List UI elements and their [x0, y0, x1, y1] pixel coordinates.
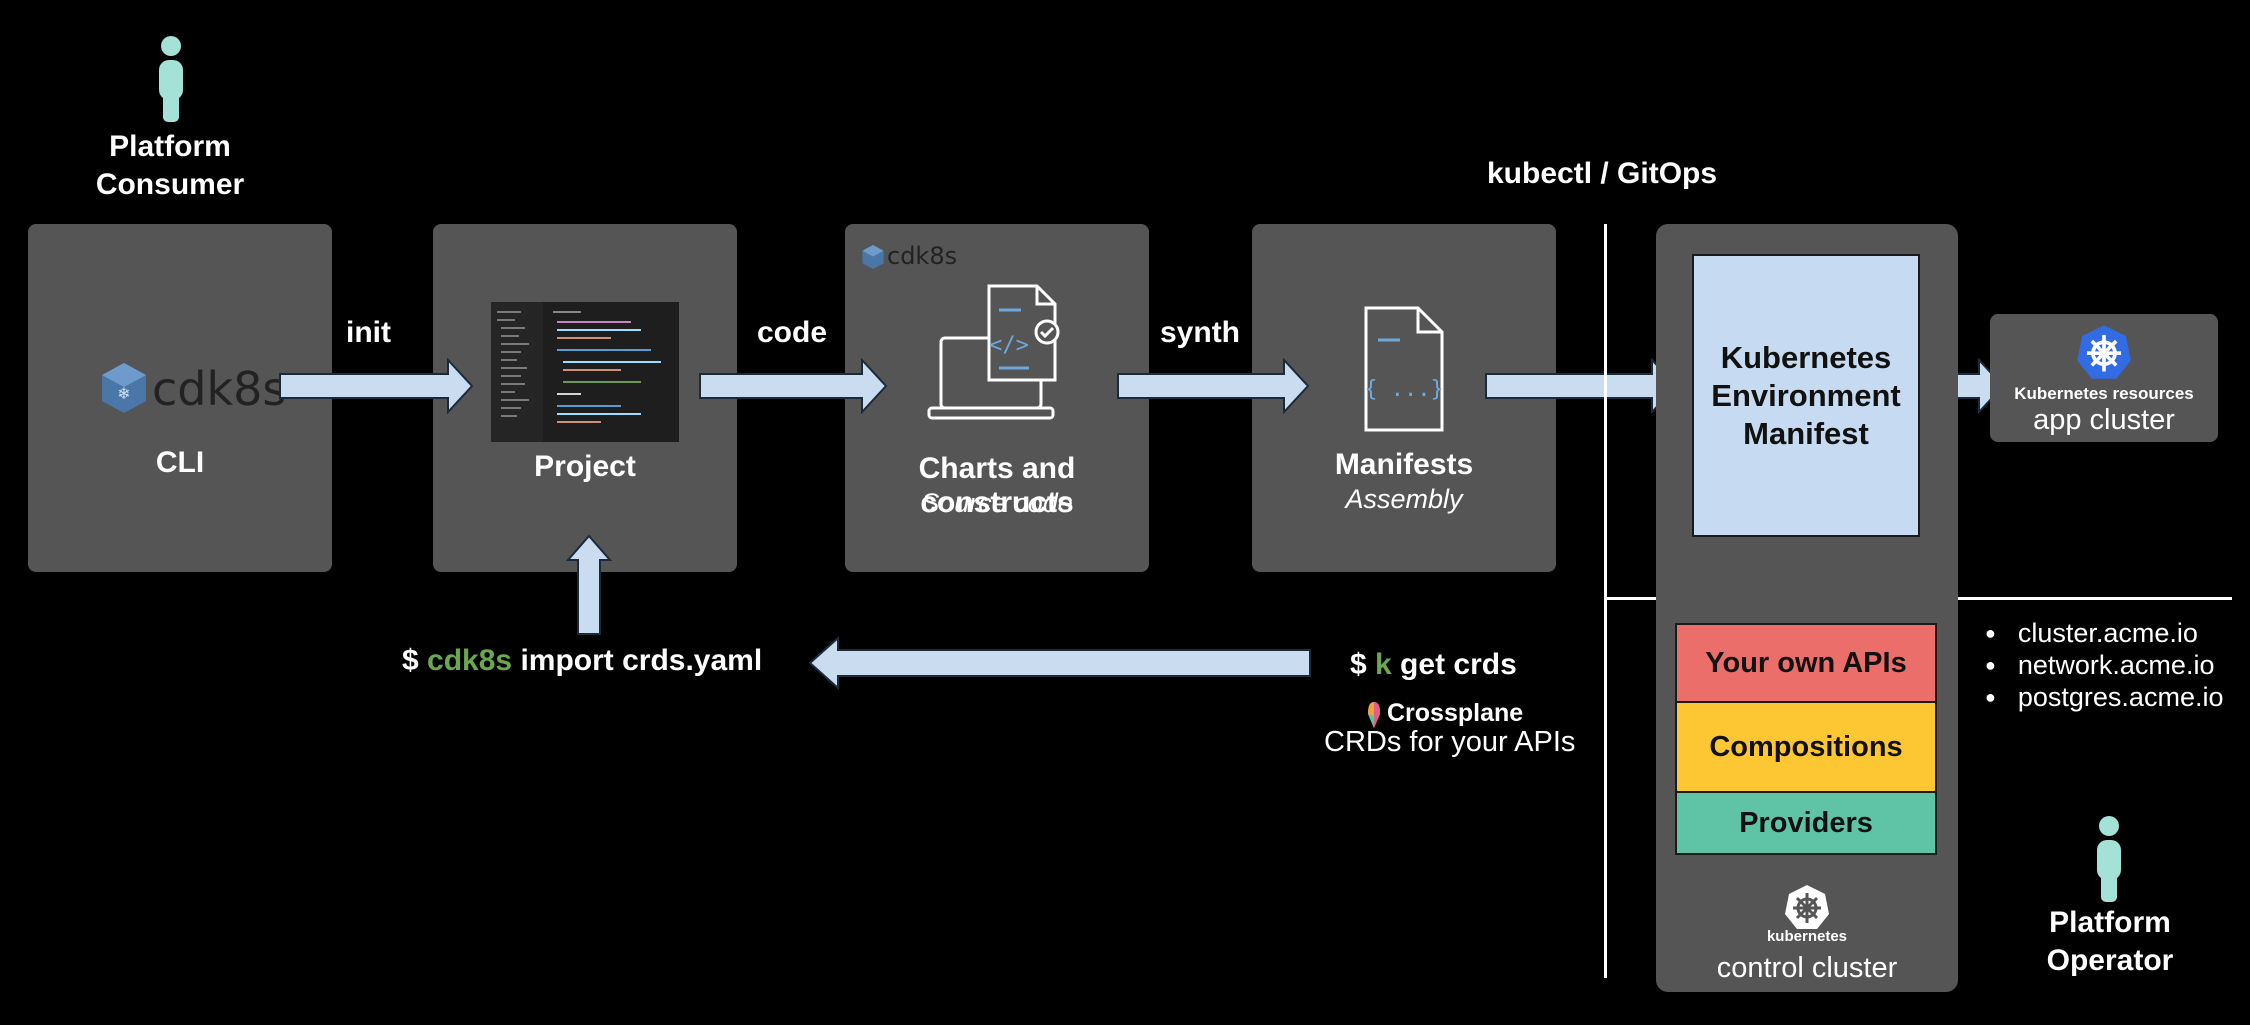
api-group-item: postgres.acme.io	[1985, 682, 2224, 713]
charts-subtitle: Source code	[921, 488, 1073, 518]
cli-title: CLI	[155, 446, 205, 479]
arrow-init	[279, 358, 474, 414]
crossplane-name: Crossplane	[1387, 699, 1524, 727]
document-icon: { ...}	[1364, 306, 1444, 432]
project-title: Project	[534, 450, 636, 483]
get-crds-command: $ k get crds	[1350, 648, 1517, 681]
app-cluster-name: app cluster	[2033, 404, 2175, 436]
arrow-crds-back	[808, 636, 1311, 690]
project-card: Project	[433, 224, 737, 572]
crossplane-logo-icon	[1368, 702, 1380, 728]
control-cluster-name: control cluster	[1716, 952, 1898, 984]
vertical-divider	[1604, 224, 1607, 978]
kubernetes-helm-icon	[1785, 885, 1829, 929]
crossplane-caption: CRDs for your APIs	[1324, 726, 1576, 758]
synth-label: synth	[1160, 316, 1241, 349]
gitops-label: kubectl / GitOps	[1487, 157, 1718, 190]
svg-text:{ ...}: { ...}	[1364, 377, 1443, 402]
arrow-synth	[1117, 358, 1310, 414]
api-group-item: cluster.acme.io	[1985, 618, 2198, 649]
arrow-import-up	[566, 534, 612, 635]
code-label: code	[757, 316, 828, 349]
cdk8s-small-logo-icon	[862, 244, 884, 270]
init-label: init	[346, 316, 391, 349]
environment-manifest-box: Kubernetes Environment Manifest	[1692, 254, 1920, 537]
arrow-code	[699, 358, 888, 414]
app-cluster-card: Kubernetes resources app cluster	[1990, 314, 2218, 442]
api-group-item: network.acme.io	[1985, 650, 2215, 681]
code-editor-thumbnail	[491, 302, 679, 442]
layer-your-own-apis: Your own APIs	[1675, 623, 1937, 703]
charts-card: cdk8s </> Charts and constructs Source c…	[845, 224, 1149, 572]
cli-logo-text: cdk8s	[152, 362, 287, 416]
kubernetes-app-icon	[2077, 325, 2131, 379]
svg-text:❄: ❄	[117, 384, 130, 403]
layer-providers: Providers	[1675, 791, 1937, 855]
kubernetes-word: kubernetes	[1766, 928, 1848, 945]
layer-compositions: Compositions	[1675, 701, 1937, 793]
arrow-deploy	[1485, 358, 1678, 414]
cdk8s-logo-icon: ❄	[102, 363, 146, 413]
charts-title: Charts and constructs	[918, 452, 1076, 519]
person-icon	[2097, 816, 2121, 902]
manifests-subtitle: Assembly	[1345, 484, 1463, 514]
manifests-card: { ...} Manifests Assembly	[1252, 224, 1556, 572]
import-command: $ cdk8s import crds.yaml	[402, 644, 763, 677]
manifests-title: Manifests	[1334, 448, 1474, 481]
charts-logo-text: cdk8s	[887, 242, 958, 270]
app-cluster-resources: Kubernetes resources	[2014, 384, 2194, 403]
person-icon	[159, 36, 183, 122]
svg-text:</>: </>	[989, 333, 1029, 358]
laptop-document-icon: </>	[927, 284, 1060, 420]
